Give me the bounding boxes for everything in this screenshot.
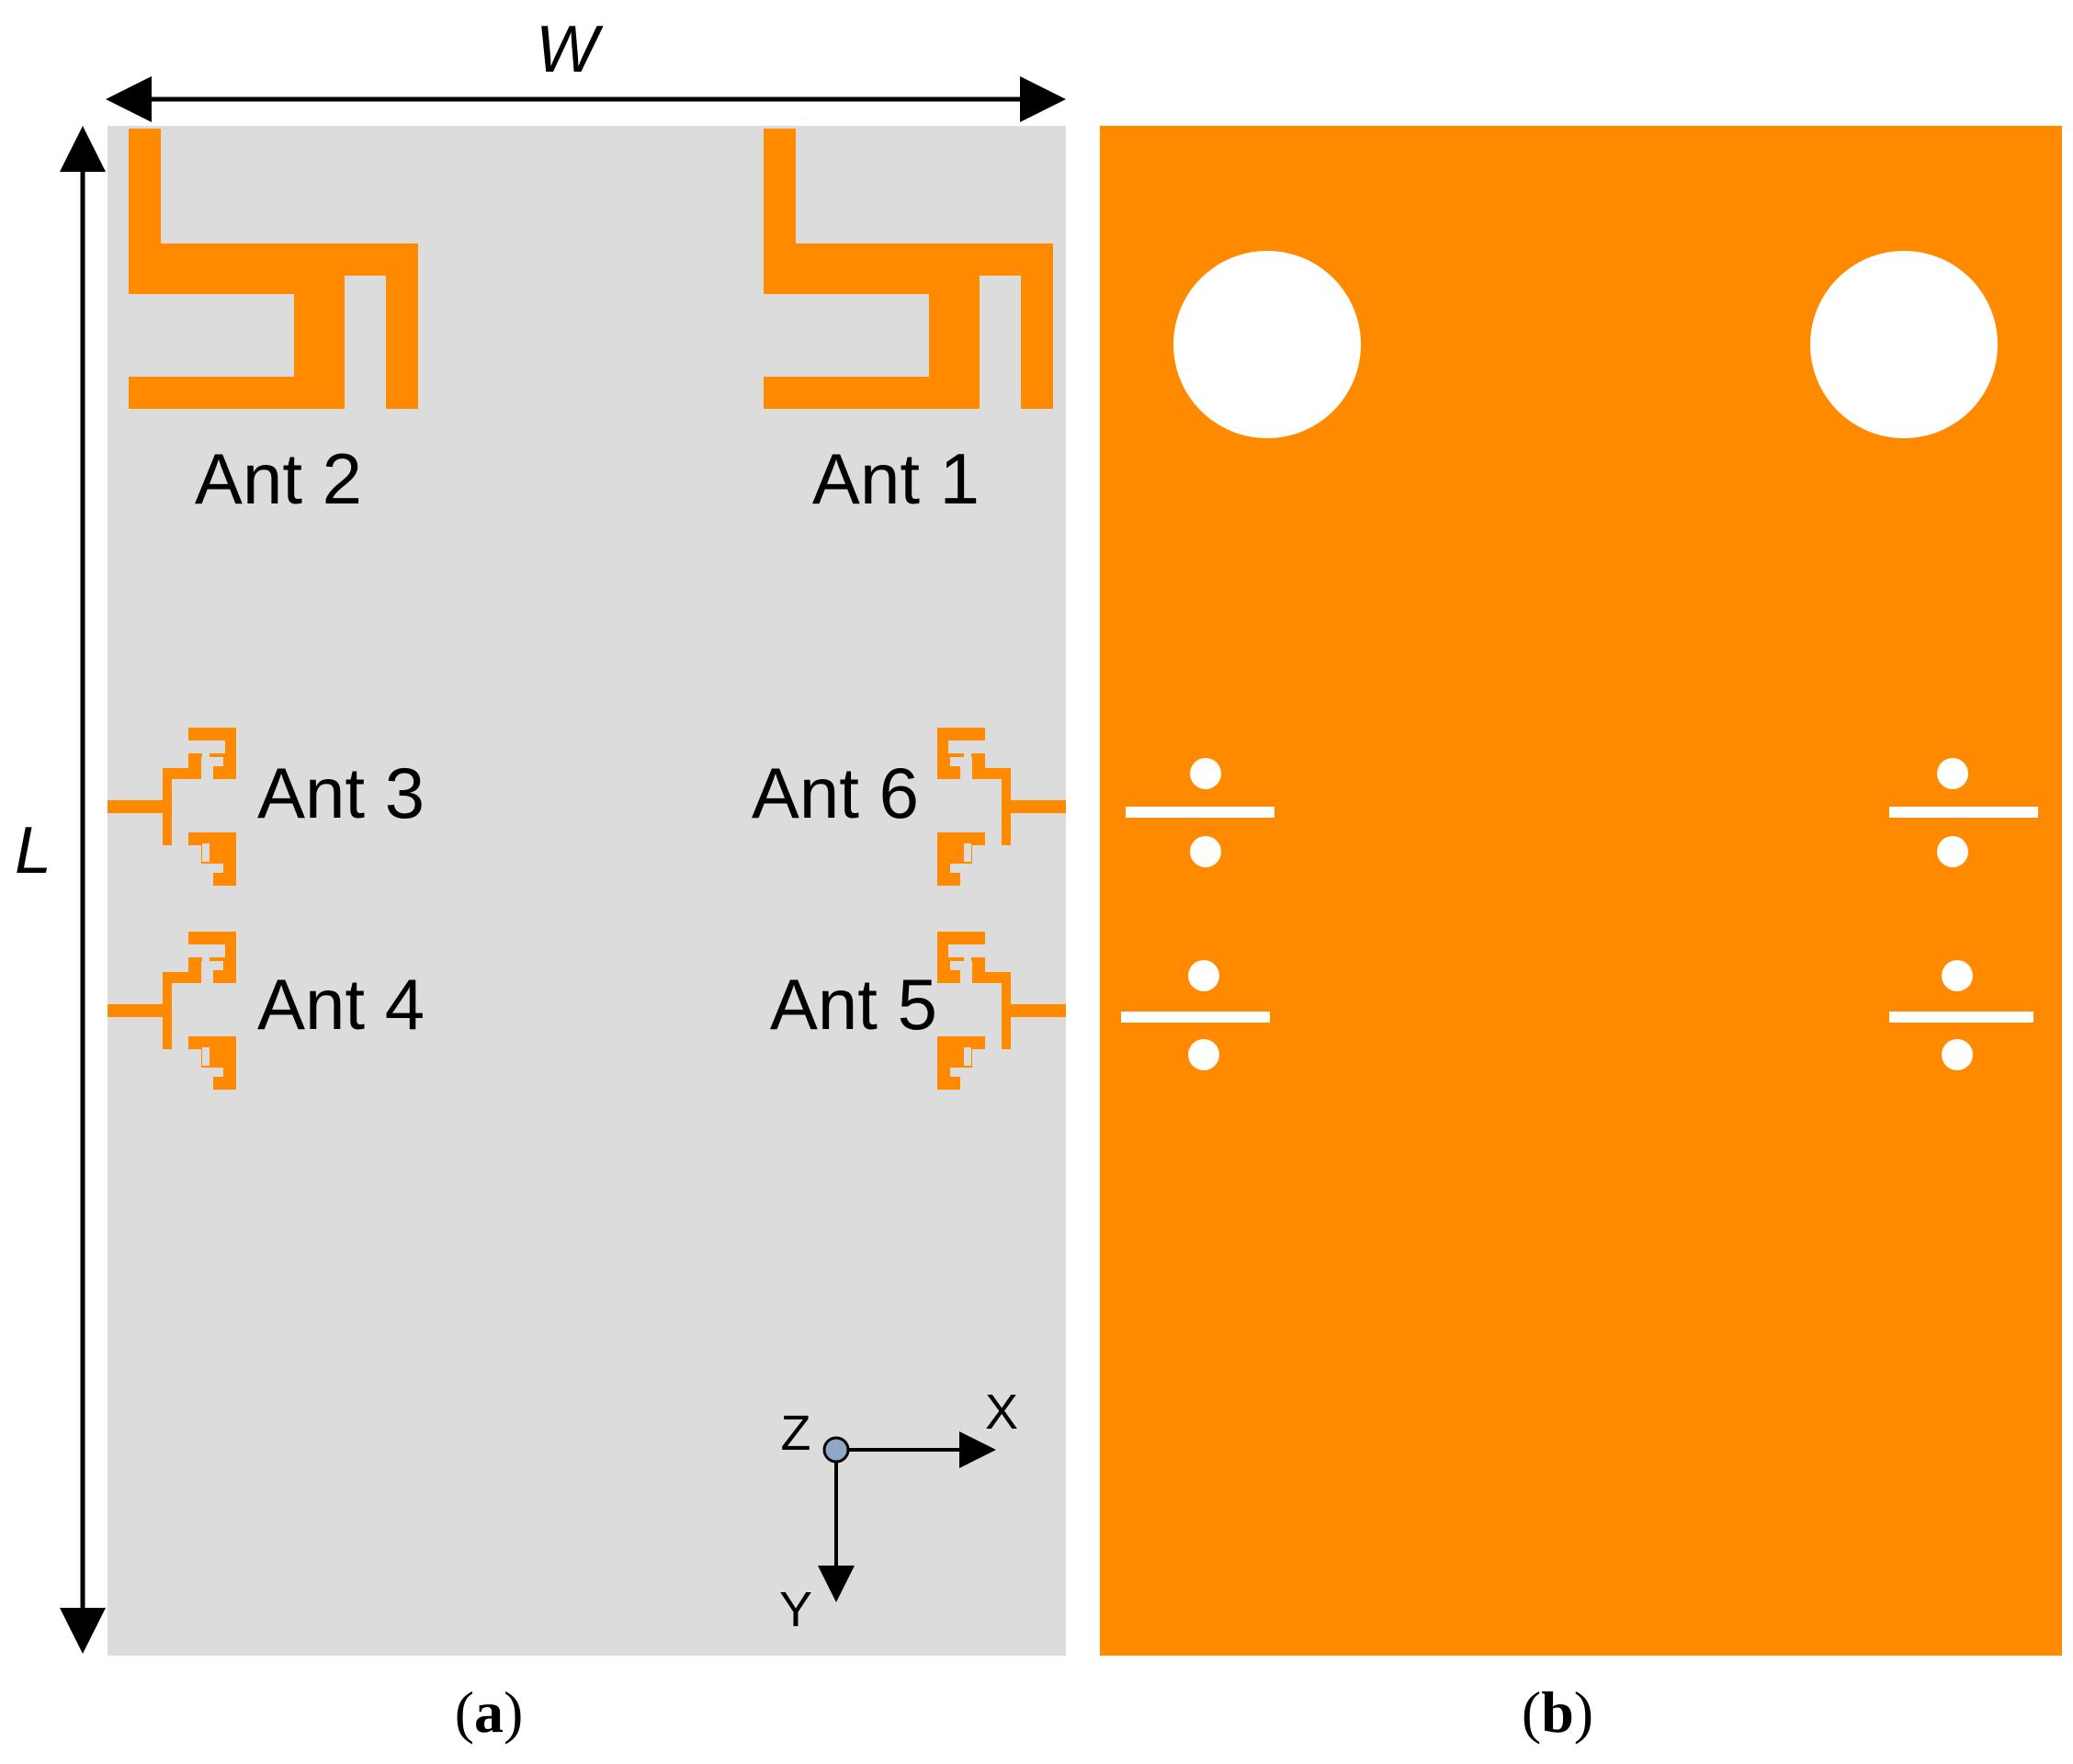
label-ant3: Ant 3: [257, 752, 425, 833]
caption-b-letter: b: [1541, 1679, 1574, 1745]
ground-slot-right-lower: [1889, 960, 2033, 1070]
coordinate-axes: X Y Z: [779, 1385, 1018, 1637]
panel-a: Ant 2 Ant 1 Ant 3 Ant 4 Ant 6 Ant 5 W: [15, 13, 1066, 1656]
length-label: L: [15, 814, 51, 888]
x-axis-label: X: [985, 1385, 1018, 1440]
ground-slot-left-lower: [1121, 960, 1270, 1070]
label-ant4: Ant 4: [257, 964, 425, 1045]
substrate: [108, 126, 1066, 1656]
caption-a-letter: a: [474, 1679, 504, 1745]
width-label: W: [536, 13, 604, 86]
panel-b: [1100, 126, 2062, 1656]
y-axis-label: Y: [779, 1582, 812, 1637]
label-ant1: Ant 1: [812, 438, 980, 519]
ground-slot-left-upper: [1126, 758, 1274, 867]
z-axis-dot: [822, 1436, 850, 1464]
ground-hole-left: [1173, 251, 1361, 438]
ground-hole-right: [1810, 251, 1998, 438]
caption-b: (b): [1522, 1679, 1593, 1745]
label-ant5: Ant 5: [770, 964, 937, 1045]
ground-slot-right-upper: [1889, 758, 2038, 867]
label-ant2: Ant 2: [195, 438, 362, 519]
caption-a: (a): [455, 1679, 524, 1745]
z-axis-label: Z: [781, 1406, 811, 1461]
label-ant6: Ant 6: [752, 752, 919, 833]
